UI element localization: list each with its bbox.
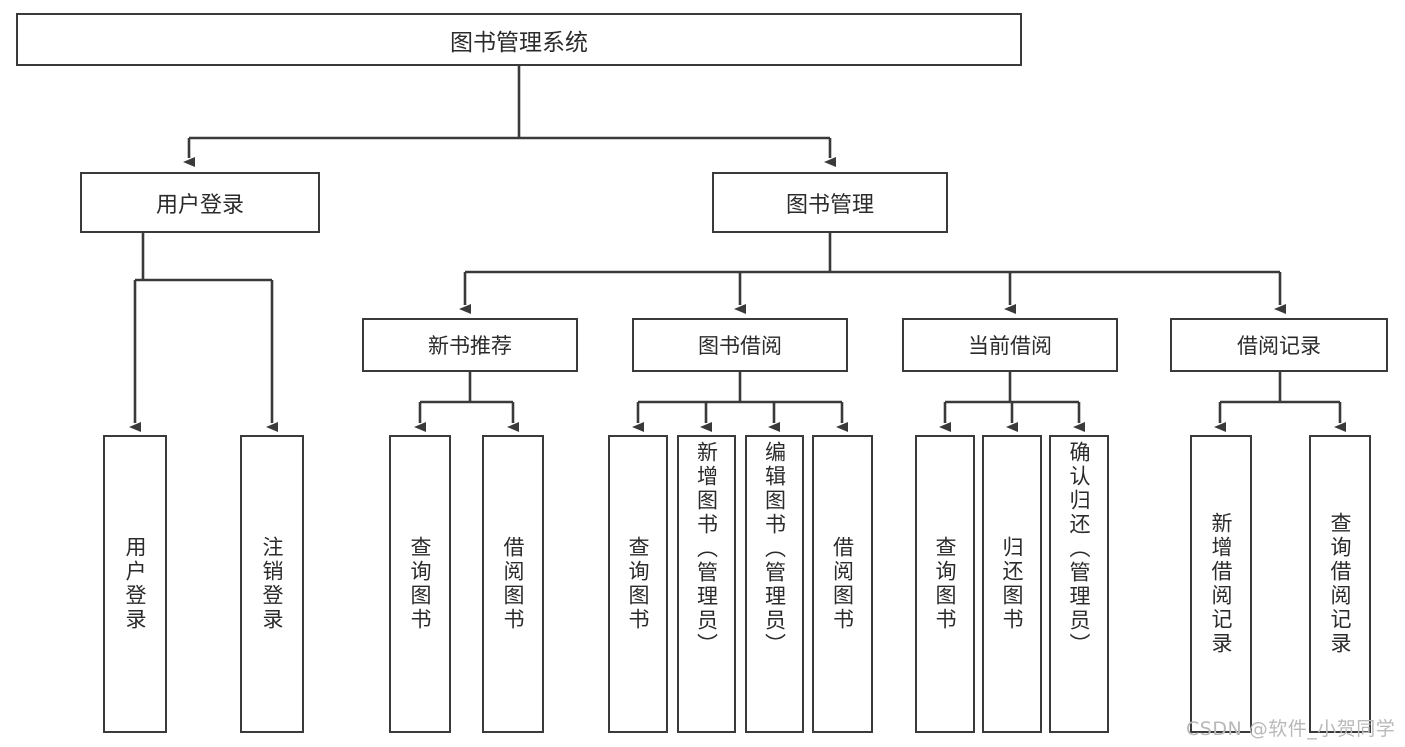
leaf-user-login-logout[interactable]: 注销登录 xyxy=(240,435,304,733)
leaf-recommend-borrow-book[interactable]: 借阅图书 xyxy=(482,435,544,733)
node-label: 借阅图书 xyxy=(501,536,526,632)
node-label: 注销登录 xyxy=(260,536,285,632)
leaf-record-query-record[interactable]: 查询借阅记录 xyxy=(1309,435,1371,733)
node-label: 当前借阅 xyxy=(968,334,1052,358)
node-label: 查询图书 xyxy=(626,536,651,632)
node-label: 图书管理系统 xyxy=(450,29,588,56)
node-label: 用户登录 xyxy=(155,192,244,218)
node-label: 编辑图书（管理员） xyxy=(762,441,787,657)
node-borrow-record[interactable]: 借阅记录 xyxy=(1170,318,1388,372)
node-label: 确认归还（管理员） xyxy=(1067,441,1092,657)
node-label: 借阅记录 xyxy=(1237,334,1321,358)
node-label: 新增图书（管理员） xyxy=(694,441,719,657)
node-label: 借阅图书 xyxy=(830,536,855,632)
leaf-record-add-record[interactable]: 新增借阅记录 xyxy=(1190,435,1252,733)
leaf-current-return-book[interactable]: 归还图书 xyxy=(982,435,1042,733)
node-root-system[interactable]: 图书管理系统 xyxy=(16,13,1022,66)
leaf-borrow-add-book-admin[interactable]: 新增图书（管理员） xyxy=(677,435,736,733)
node-user-login[interactable]: 用户登录 xyxy=(80,172,320,233)
leaf-borrow-borrow-book[interactable]: 借阅图书 xyxy=(812,435,873,733)
node-label: 查询图书 xyxy=(408,536,433,632)
node-book-management[interactable]: 图书管理 xyxy=(712,172,948,233)
node-current-borrow[interactable]: 当前借阅 xyxy=(902,318,1118,372)
node-label: 归还图书 xyxy=(1000,536,1025,632)
csdn-watermark: CSDN @软件_小贺同学 xyxy=(1186,718,1396,740)
node-label: 新增借阅记录 xyxy=(1209,512,1234,656)
node-new-book-recommend[interactable]: 新书推荐 xyxy=(362,318,578,372)
node-label: 查询图书 xyxy=(933,536,958,632)
node-label: 图书借阅 xyxy=(698,334,782,358)
node-label: 图书管理 xyxy=(785,192,874,218)
node-label: 用户登录 xyxy=(123,536,148,632)
leaf-recommend-query-book[interactable]: 查询图书 xyxy=(389,435,451,733)
leaf-borrow-edit-book-admin[interactable]: 编辑图书（管理员） xyxy=(745,435,804,733)
node-label: 查询借阅记录 xyxy=(1328,512,1353,656)
leaf-current-confirm-return-admin[interactable]: 确认归还（管理员） xyxy=(1049,435,1109,733)
node-label: 新书推荐 xyxy=(428,334,512,358)
node-book-borrow[interactable]: 图书借阅 xyxy=(632,318,848,372)
leaf-user-login-login[interactable]: 用户登录 xyxy=(103,435,167,733)
leaf-borrow-query-book[interactable]: 查询图书 xyxy=(608,435,668,733)
leaf-current-query-book[interactable]: 查询图书 xyxy=(915,435,975,733)
